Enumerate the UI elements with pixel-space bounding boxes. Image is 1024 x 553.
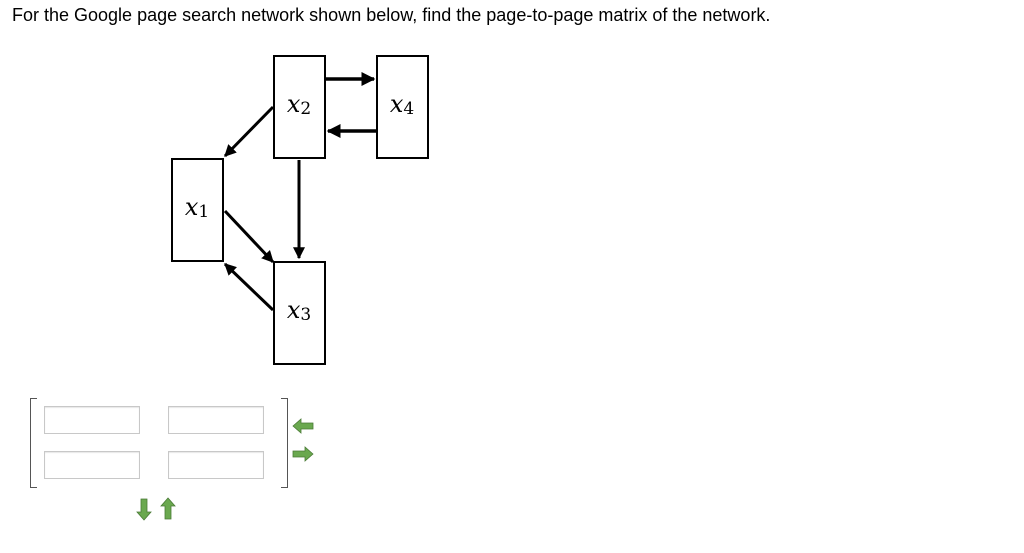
matrix-bracket-left xyxy=(30,398,37,488)
node-x4-var: x xyxy=(390,90,404,118)
node-x3-sub: 3 xyxy=(300,305,311,325)
question-text: For the Google page search network shown… xyxy=(12,5,771,25)
network-edges xyxy=(223,72,376,312)
node-x1: x1 xyxy=(171,158,224,262)
remove-column-button[interactable] xyxy=(291,414,315,438)
node-x2-sub: 2 xyxy=(300,99,311,119)
matrix-cell-r2-c2[interactable] xyxy=(168,451,264,479)
node-x3-var: x xyxy=(287,296,301,324)
matrix-cell-r1-c2[interactable] xyxy=(168,406,264,434)
svg-text:x4: x4 xyxy=(390,90,414,119)
node-x3: x3 xyxy=(273,261,326,365)
add-row-button[interactable] xyxy=(132,497,156,521)
arrow-left-icon xyxy=(292,418,314,434)
arrow-right-icon xyxy=(292,446,314,462)
matrix-input xyxy=(30,398,288,488)
node-x4-sub: 4 xyxy=(403,99,414,119)
arrow-up-icon xyxy=(160,497,176,520)
svg-text:x3: x3 xyxy=(287,296,311,325)
matrix-cell-r1-c1[interactable] xyxy=(44,406,140,434)
edge-x2-x1 xyxy=(223,105,275,158)
node-x1-var: x xyxy=(185,193,199,221)
node-x1-sub: 1 xyxy=(198,202,209,222)
edge-x1-x3 xyxy=(223,209,275,264)
svg-text:x2: x2 xyxy=(287,90,311,119)
matrix-bracket-right xyxy=(281,398,288,488)
edge-x3-x1 xyxy=(223,262,275,312)
node-x2-var: x xyxy=(287,90,301,118)
node-x4: x4 xyxy=(376,55,429,159)
remove-row-button[interactable] xyxy=(156,497,180,521)
arrow-down-icon xyxy=(136,498,152,521)
svg-text:x1: x1 xyxy=(185,193,209,222)
node-x2: x2 xyxy=(273,55,326,159)
matrix-cell-r2-c1[interactable] xyxy=(44,451,140,479)
add-column-button[interactable] xyxy=(291,442,315,466)
